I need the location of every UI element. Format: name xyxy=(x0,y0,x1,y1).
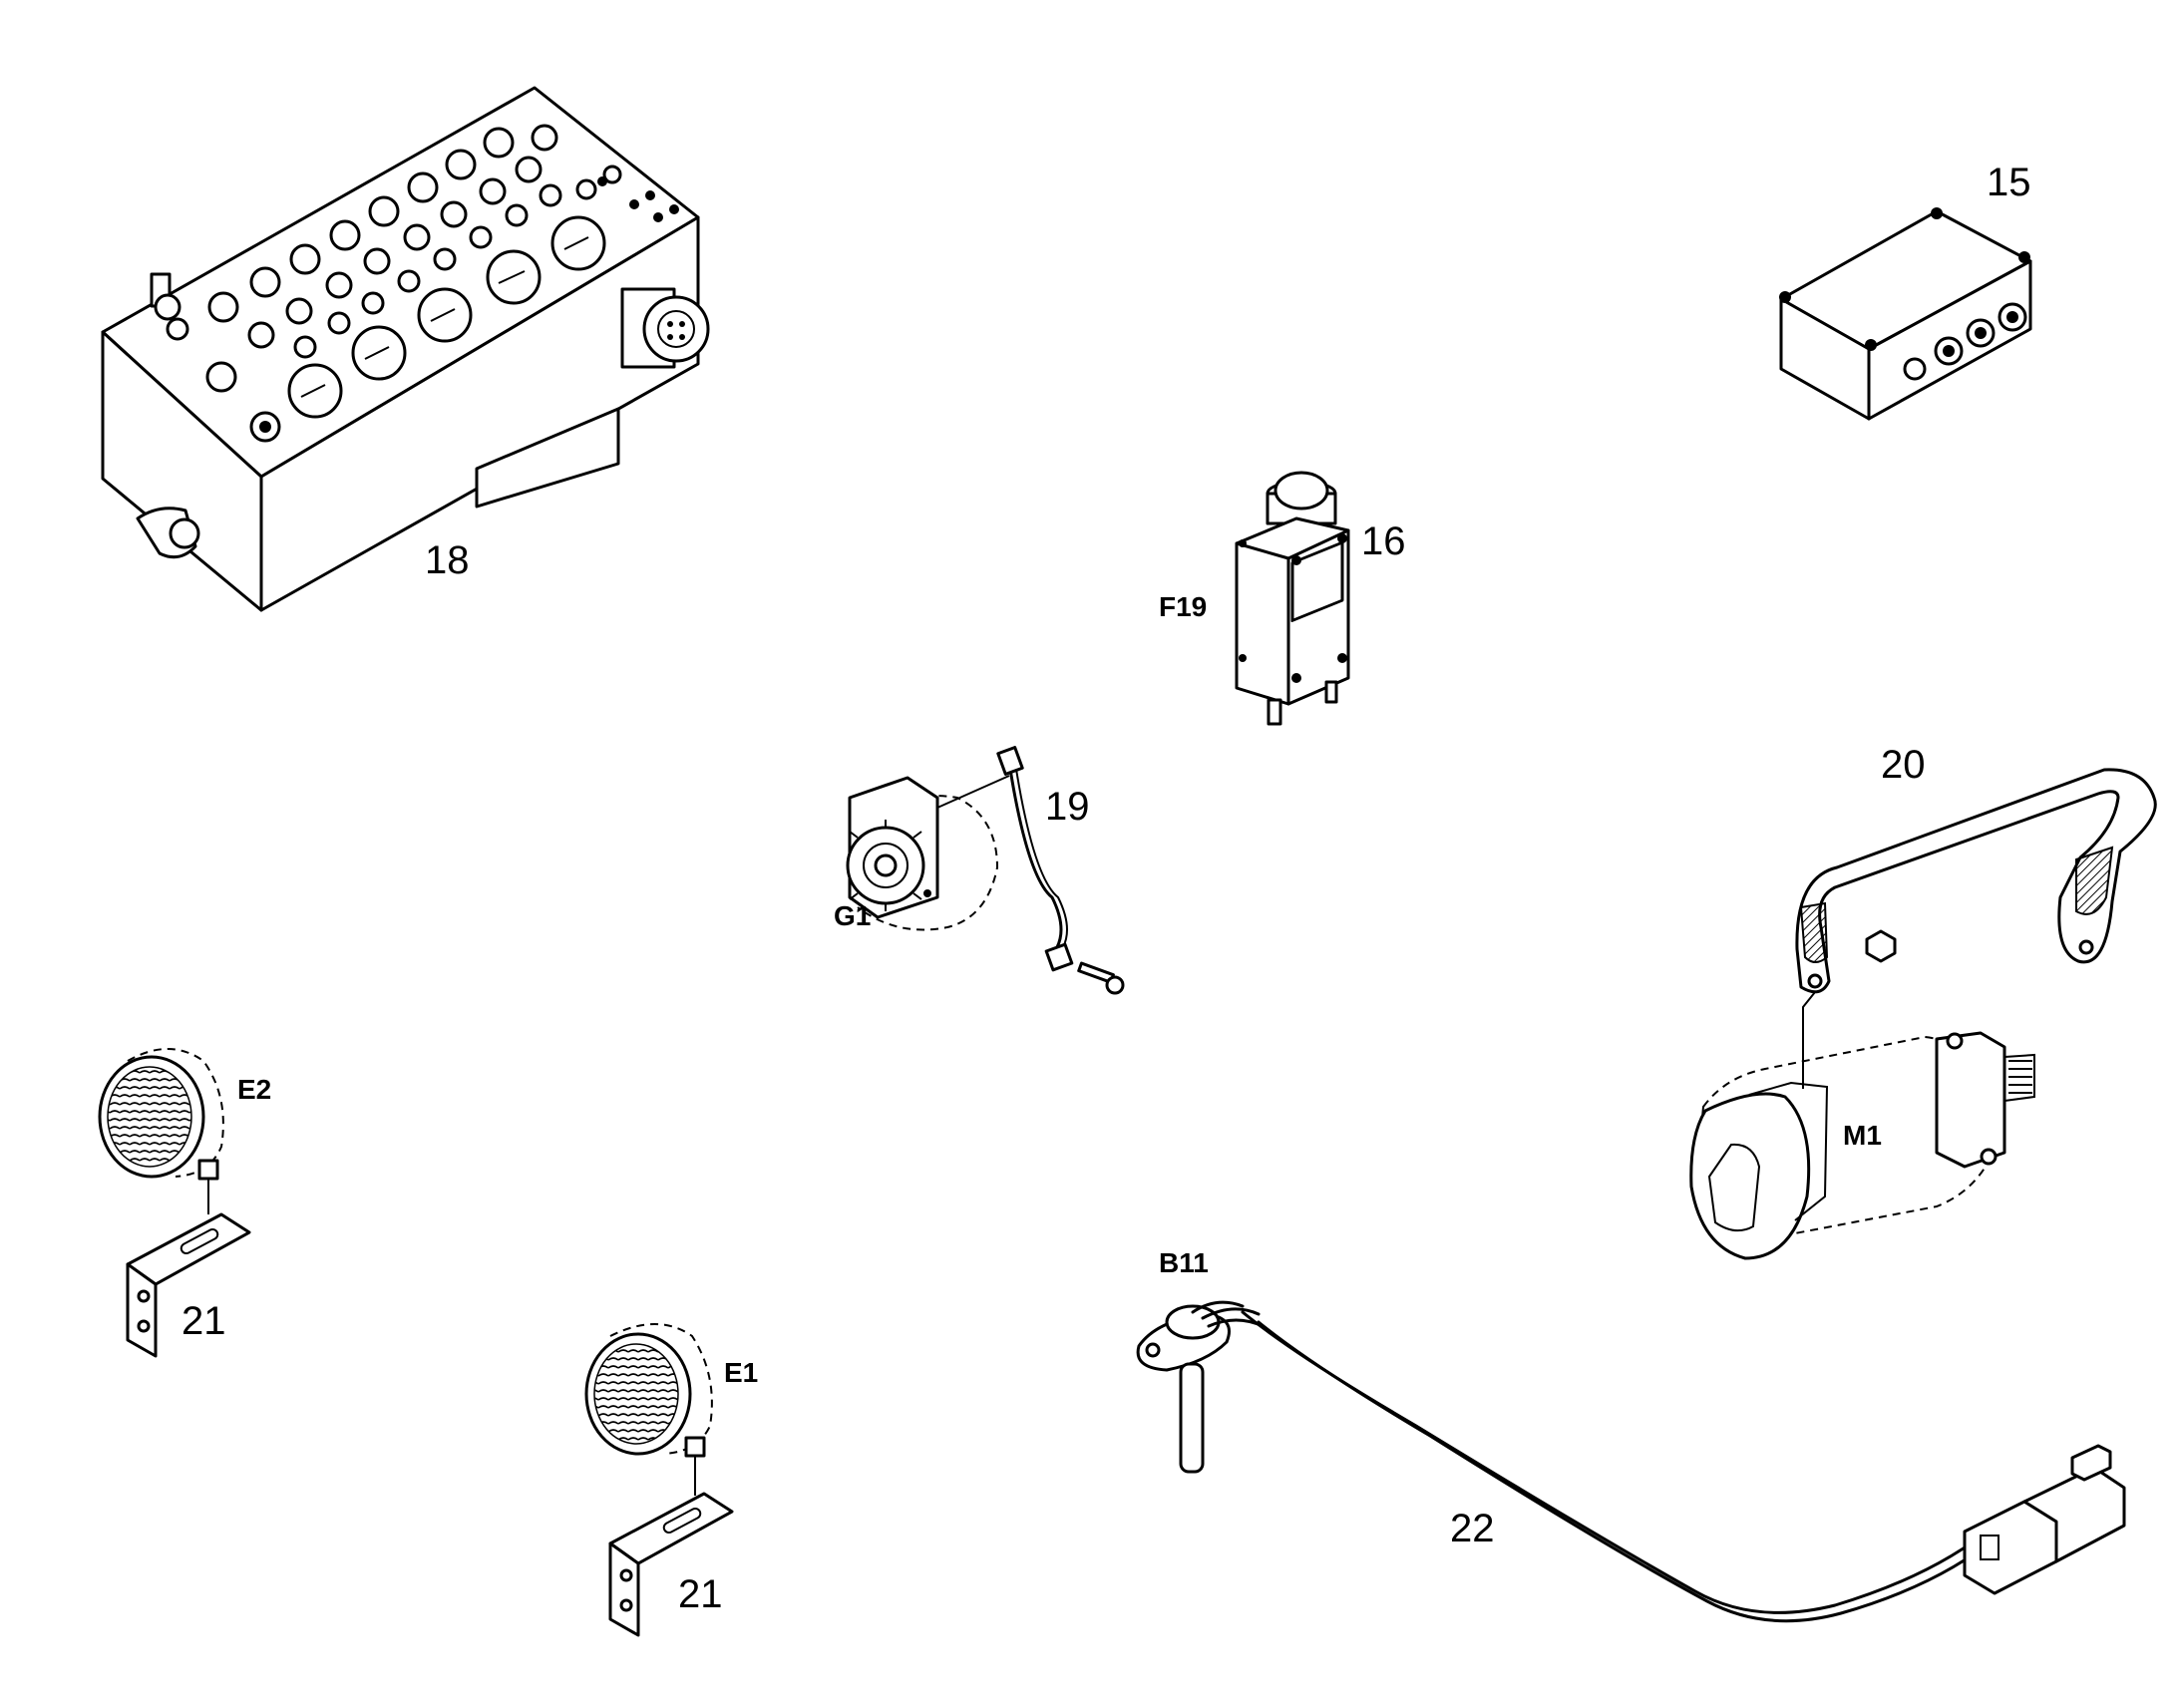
part-number-18: 18 xyxy=(425,538,470,582)
motor-bracket: 20 xyxy=(1795,743,2157,994)
ref-code-f19: F19 xyxy=(1159,591,1207,622)
lamp-e1: E1 xyxy=(584,1323,758,1496)
ref-code-g1: G1 xyxy=(834,900,871,931)
knob xyxy=(136,507,200,559)
harness-22: 22 xyxy=(1241,1310,2126,1623)
part-number-21-right: 21 xyxy=(678,1572,723,1616)
round-connector xyxy=(620,287,710,369)
bracket-21-right: 21 xyxy=(608,1492,734,1637)
part-number-19: 19 xyxy=(1045,785,1090,829)
alternator: 19 G1 xyxy=(834,746,1125,995)
bracket-21-left: 21 xyxy=(126,1212,251,1358)
part-number-16: 16 xyxy=(1361,519,1406,563)
cable-glands xyxy=(1934,302,2027,366)
lamp-e2: E2 xyxy=(98,1048,271,1214)
junction-box: 15 xyxy=(1779,161,2032,421)
control-panel: 18 xyxy=(101,86,710,612)
part-number-20: 20 xyxy=(1881,743,1926,787)
panel-controls xyxy=(205,124,679,443)
starter-motor: M1 xyxy=(1689,991,2035,1260)
ref-code-e2: E2 xyxy=(237,1074,271,1105)
part-number-21-left: 21 xyxy=(182,1299,226,1343)
ref-code-b11: B11 xyxy=(1159,1247,1209,1278)
harness-connector xyxy=(1963,1444,2126,1595)
circuit-breaker: 16 F19 xyxy=(1159,471,1406,726)
cable-19 xyxy=(996,746,1074,972)
part-number-22: 22 xyxy=(1450,1507,1495,1550)
ref-code-m1: M1 xyxy=(1843,1120,1882,1151)
part-number-15: 15 xyxy=(1987,161,2031,204)
bolt-19 xyxy=(1077,961,1125,995)
sensor-b11: B11 xyxy=(1136,1247,1265,1474)
ref-code-e1: E1 xyxy=(724,1357,758,1388)
key-switch xyxy=(150,272,189,341)
